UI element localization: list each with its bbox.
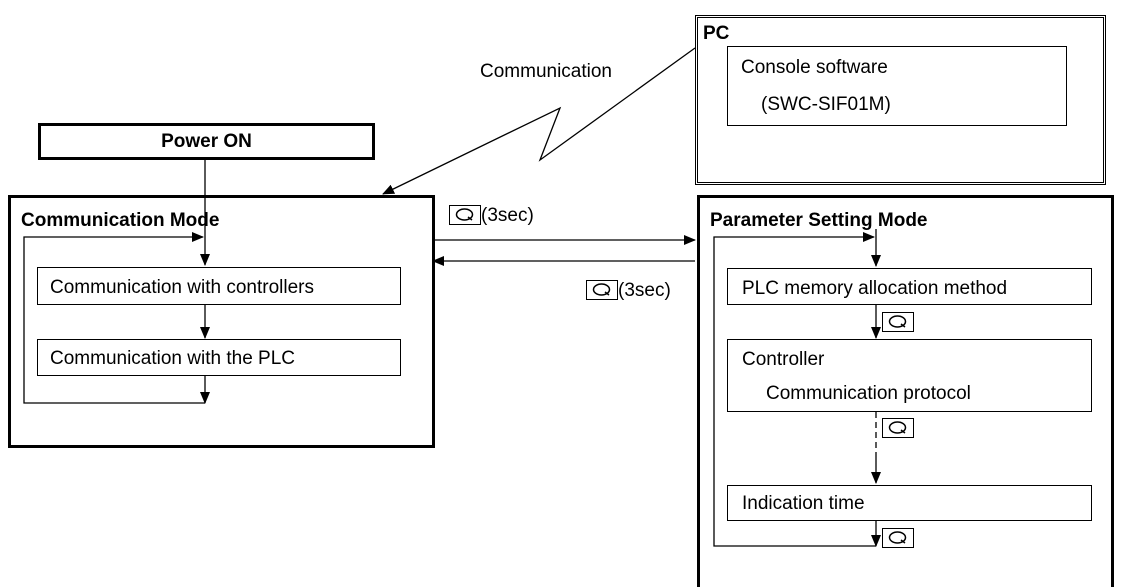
param-step-plc-memory-box bbox=[727, 268, 1092, 305]
param-step-controller-label: Controller bbox=[742, 349, 825, 370]
comm-loop-line bbox=[23, 232, 205, 404]
rotate-key-icon bbox=[449, 205, 481, 225]
console-software-code: (SWC-SIF01M) bbox=[761, 94, 891, 115]
communication-mode-box bbox=[8, 195, 435, 448]
rotate-key-icon bbox=[882, 312, 914, 332]
param-step-plc-memory-label: PLC memory allocation method bbox=[742, 278, 1008, 299]
communication-mode-title: Communication Mode bbox=[21, 210, 220, 231]
console-software-box bbox=[727, 46, 1067, 126]
to-parameter-label: (3sec) bbox=[481, 205, 534, 226]
param-loop-line bbox=[713, 232, 876, 547]
power-on-label: Power ON bbox=[161, 131, 252, 152]
rotate-key-icon bbox=[882, 528, 914, 548]
pc-title: PC bbox=[703, 23, 730, 44]
rotate-key-icon bbox=[882, 418, 914, 438]
comm-step-controllers-label: Communication with controllers bbox=[50, 277, 314, 298]
to-communication-label: (3sec) bbox=[618, 280, 671, 301]
console-software-label: Console software bbox=[741, 57, 888, 78]
rotate-key-icon bbox=[586, 280, 618, 300]
param-step-protocol-label: Communication protocol bbox=[766, 383, 971, 404]
param-step-indication-box bbox=[727, 485, 1092, 521]
comm-step-controllers-box bbox=[37, 267, 401, 305]
parameter-mode-box bbox=[697, 195, 1114, 587]
parameter-mode-title: Parameter Setting Mode bbox=[710, 210, 928, 231]
communication-link bbox=[382, 47, 696, 195]
param-step-indication-label: Indication time bbox=[742, 493, 865, 514]
power-on-box bbox=[38, 123, 375, 160]
comm-step-plc-label: Communication with the PLC bbox=[50, 348, 295, 369]
param-step-controller-box bbox=[727, 339, 1092, 412]
communication-label: Communication bbox=[480, 61, 612, 82]
comm-step-plc-box bbox=[37, 339, 401, 376]
